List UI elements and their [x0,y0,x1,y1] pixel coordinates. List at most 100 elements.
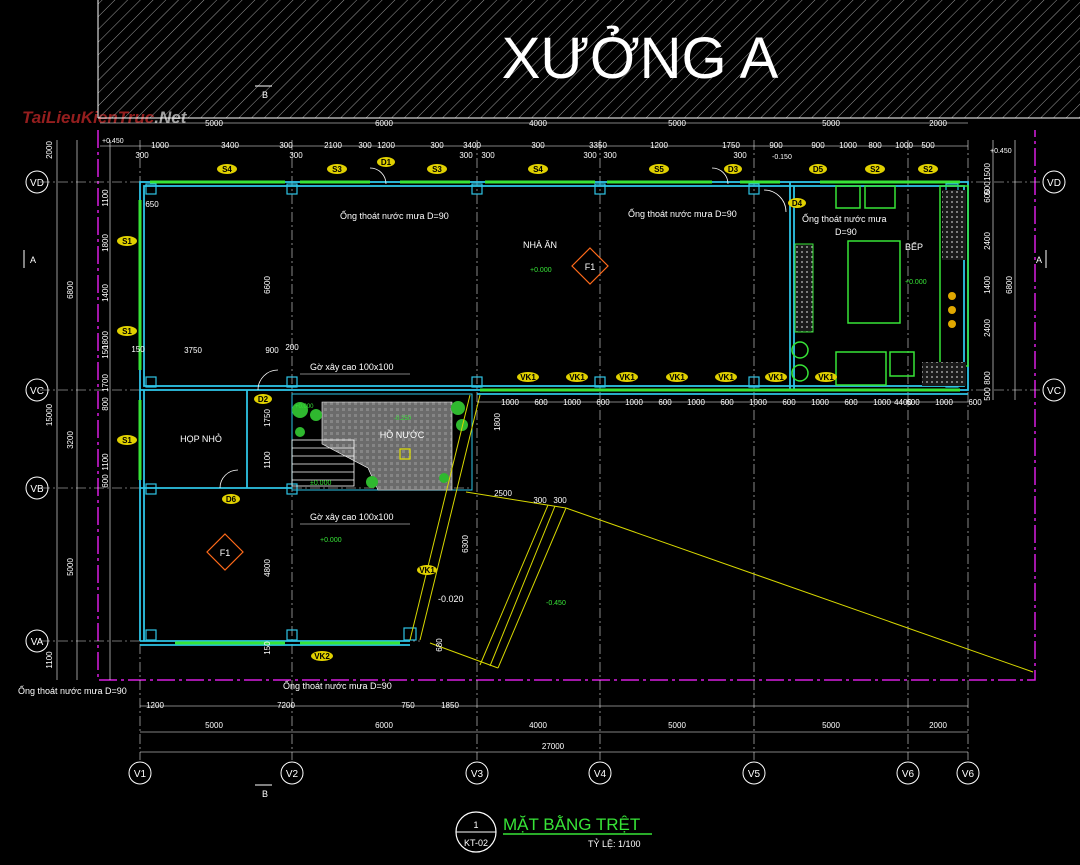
title-sheet: KT-02 [464,838,488,848]
top-dim-2: 3400 [221,141,239,150]
tag-vk1-label: VK1 [569,373,585,382]
note-drain-5: Ống thoát nước mưa D=90 [283,680,392,691]
svg-text:+0.000: +0.000 [295,404,314,410]
bottom-dim-1: 7200 [277,701,295,710]
tag-d3: D3 [724,164,742,174]
vk-dim: 600 [596,398,610,407]
inner-dim: 680 [435,638,444,652]
right-dim: 500 [983,387,992,401]
axis-bubble [742,761,766,785]
right-dim: 800 [983,371,992,385]
axis-label-V5: V5 [748,769,761,780]
tag-vk1: VK1 [666,372,688,382]
left-dim: 1800 [101,331,110,349]
top-dim-2b: 300 [481,151,495,160]
axis-bubble [1042,378,1066,402]
axis-label-VC: VC [1047,386,1061,397]
vk-dim: 600 [534,398,548,407]
right-dim: 2400 [983,319,992,337]
tag-s2b: S2 [918,164,938,174]
right-dim: 6800 [1005,276,1014,294]
tag-s1a: S1 [117,236,137,246]
tag-s4b: S4 [528,164,548,174]
top-dim-2: 1200 [377,141,395,150]
vk-dim: 1000 [935,398,953,407]
top-dim-2: 900 [769,141,783,150]
svg-text:D4: D4 [792,199,803,208]
top-dim-2b: 300 [603,151,617,160]
svg-text:+0.000: +0.000 [320,537,342,544]
svg-text:S3: S3 [432,165,442,174]
tag-vk1: VK1 [765,372,787,382]
drawing-title: MẶT BẰNG TRỆT [503,815,640,834]
top-dim-2b: 300 [459,151,473,160]
title-number: 1 [473,820,478,830]
tag-s4a: S4 [217,164,237,174]
svg-text:S2: S2 [870,165,880,174]
axis-label-VC: VC [30,386,44,397]
svg-text:-0.250: -0.250 [394,416,412,422]
vk-dim: 1000 [687,398,705,407]
top-dim-2: 3400 [463,141,481,150]
svg-text:VK2: VK2 [314,652,330,661]
left-dim: 1400 [101,284,110,302]
left-dim: 1100 [45,651,54,669]
svg-text:A: A [30,255,36,265]
kitchen-counter-2 [942,190,966,260]
columns [145,183,959,641]
axis-label-VB: VB [30,484,44,495]
floor-tag-2: F1 [206,533,244,571]
tag-s3b: S3 [427,164,447,174]
vk-dim: 600 [720,398,734,407]
left-dim: 1100 [101,453,110,471]
svg-text:S1: S1 [122,327,132,336]
tag-d4: D4 [788,198,806,208]
room-dining: NHÀ ĂN [523,240,557,250]
left-dim: 15000 [45,403,54,426]
axis-bubble [1042,170,1066,194]
svg-text:+0.000: +0.000 [530,267,552,274]
drawing-scale: TỶ LỆ: 1/100 [588,838,641,849]
left-dim: 1800 [101,234,110,252]
tag-vk1b: VK1 [417,565,437,575]
tag-vk1: VK1 [566,372,588,382]
svg-text:-0.020: -0.020 [438,594,464,604]
top-dim-2: 1750 [722,141,740,150]
left-dim: 3200 [66,431,75,449]
bottom-dim-2: 5000 [205,721,223,730]
top-dim-2b: 300 [135,151,149,160]
inner-dim: 3750 [184,346,202,355]
vk-dim: 600 [658,398,672,407]
svg-text:+0.000: +0.000 [905,279,927,286]
axis-bubble [465,761,489,785]
bottom-dim-2: 4000 [529,721,547,730]
svg-text:+0.450: +0.450 [990,148,1012,155]
tag-vk1-label: VK1 [520,373,536,382]
inner-dim: 6600 [263,276,272,294]
svg-text:S1: S1 [122,237,132,246]
tag-s1c: S1 [117,435,137,445]
axis-bubble [956,761,980,785]
svg-text:-0.150: -0.150 [772,154,792,161]
top-dim-1: 2000 [929,119,947,128]
left-dim-extra: 150 [131,345,145,354]
inner-dim: 900 [265,346,279,355]
top-dim-2: 900 [811,141,825,150]
doors [219,167,787,489]
bottom-dim-2: 2000 [929,721,947,730]
tag-s3a: S3 [327,164,347,174]
axis-bubble [588,761,612,785]
axis-label-VA: VA [31,637,44,648]
svg-text:S4: S4 [222,165,232,174]
tag-d1: D1 [377,157,395,167]
level-marks: +0.000 +0.000 +0.000 ±0.000 +0.450 +0.45… [102,138,1012,607]
tag-vk1: VK1 [517,372,539,382]
svg-text:VK1: VK1 [419,566,435,575]
inner-dim: 4400 [894,398,912,407]
kitchen-fixtures [791,185,969,386]
svg-text:-0.450: -0.450 [546,600,566,607]
top-dim-2: 3350 [589,141,607,150]
